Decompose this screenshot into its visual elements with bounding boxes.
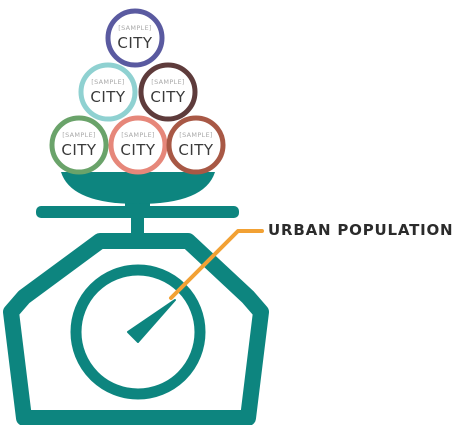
callout-label: URBAN POPULATION — [268, 221, 454, 239]
coin-middle-right: [SAMPLE] CITY — [138, 62, 198, 122]
coin-icon — [138, 62, 198, 122]
scale-platform — [36, 206, 239, 218]
coin-big-label: CITY — [178, 141, 214, 159]
coin-small-label: [SAMPLE] — [121, 131, 154, 139]
coin-big-label: CITY — [61, 141, 97, 159]
scale-post — [131, 214, 144, 244]
coin-icon — [166, 115, 226, 175]
coin-icon — [78, 62, 138, 122]
coin-bottom-center: [SAMPLE] CITY — [108, 115, 168, 175]
gauge-needle-icon — [127, 299, 176, 343]
coin-bottom-right: [SAMPLE] CITY — [166, 115, 226, 175]
coin-big-label: CITY — [90, 88, 126, 106]
callout-line — [169, 229, 264, 300]
coin-icon — [105, 8, 165, 68]
coin-big-label: CITY — [117, 34, 153, 52]
coin-small-label: [SAMPLE] — [91, 78, 124, 86]
coin-middle-left: [SAMPLE] CITY — [78, 62, 138, 122]
coin-bottom-left: [SAMPLE] CITY — [49, 115, 109, 175]
coin-icon — [108, 115, 168, 175]
coin-small-label: [SAMPLE] — [118, 24, 151, 32]
coin-big-label: CITY — [150, 88, 186, 106]
coin-small-label: [SAMPLE] — [179, 131, 212, 139]
scale-dial — [70, 264, 206, 400]
coin-icon — [49, 115, 109, 175]
coin-small-label: [SAMPLE] — [62, 131, 95, 139]
coin-big-label: CITY — [120, 141, 156, 159]
coin-top: [SAMPLE] CITY — [105, 8, 165, 68]
coin-small-label: [SAMPLE] — [151, 78, 184, 86]
scale-pan — [61, 172, 215, 204]
